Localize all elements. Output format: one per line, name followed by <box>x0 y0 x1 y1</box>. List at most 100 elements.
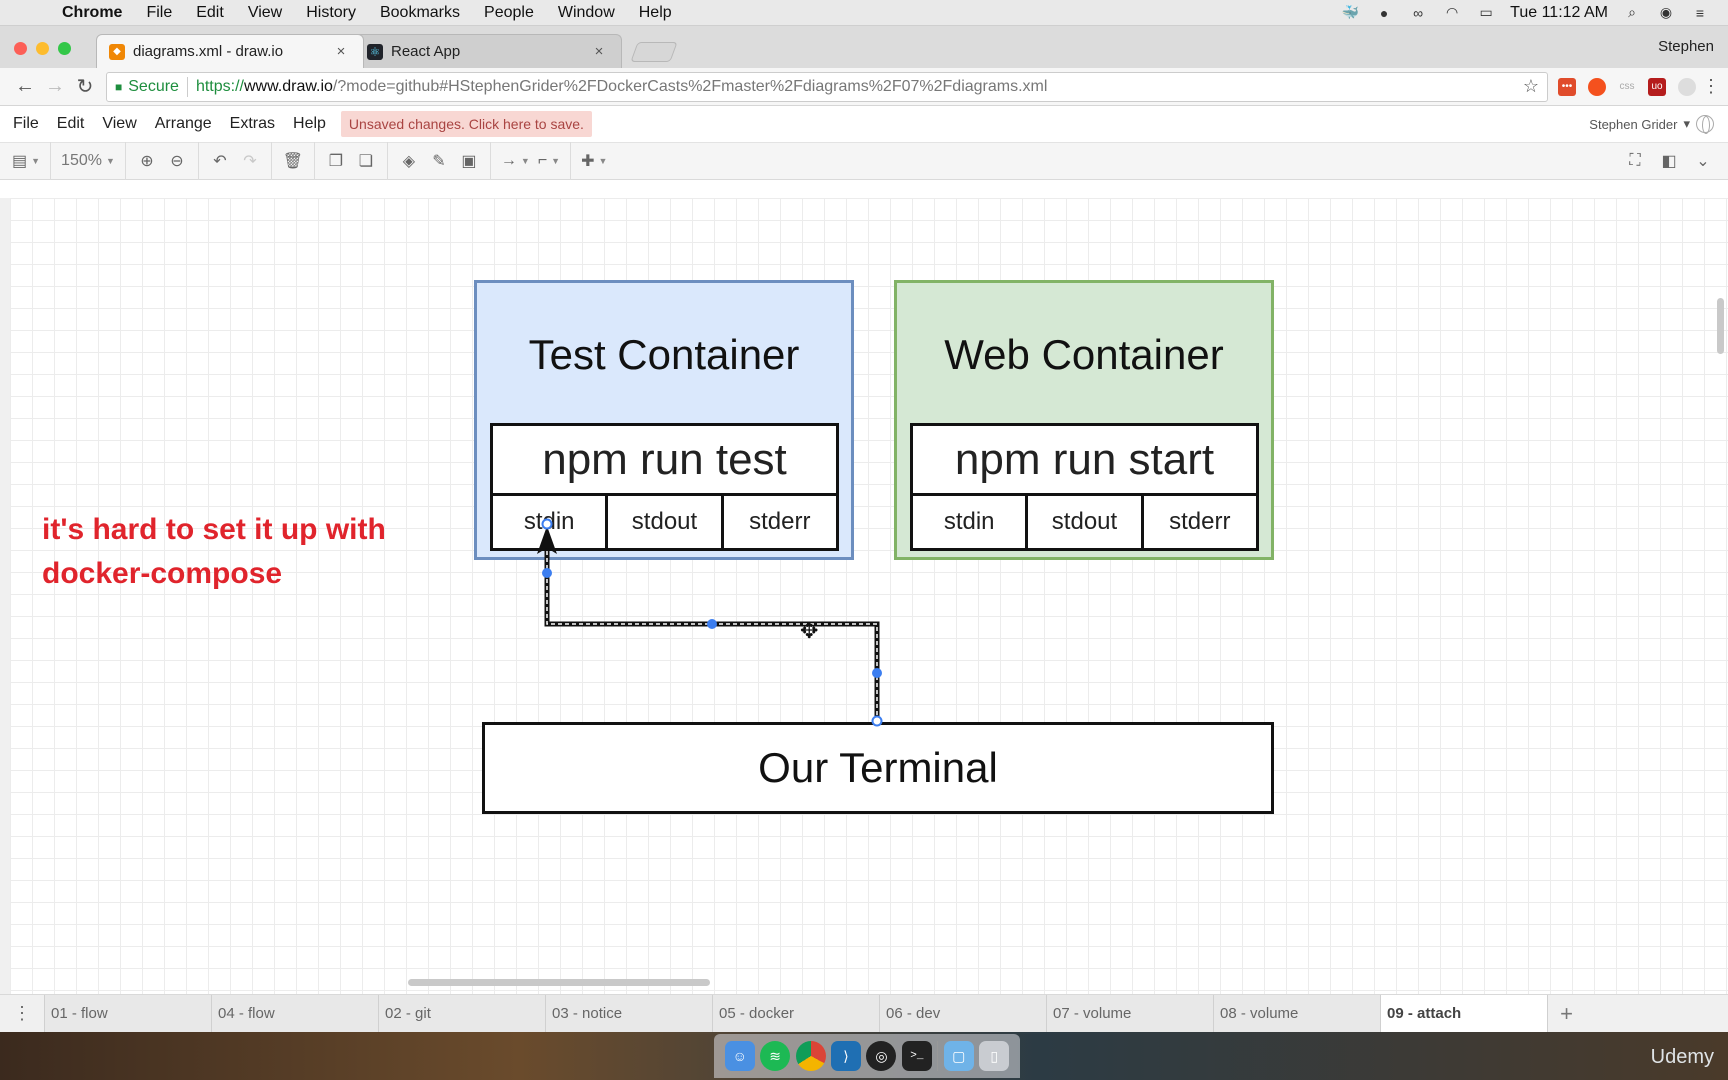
close-tab-icon[interactable]: × <box>336 43 346 60</box>
account-menu[interactable]: Stephen Grider ▾ <box>1589 115 1728 134</box>
to-front-icon[interactable]: ❐ <box>328 153 344 170</box>
chrome-profile-name[interactable]: Stephen <box>1658 38 1714 55</box>
collapse-toolbar-icon[interactable]: ⌄ <box>1696 153 1710 170</box>
spotify-icon[interactable]: ≋ <box>760 1041 791 1071</box>
page-tab-07-volume[interactable]: 07 - volume <box>1046 995 1213 1032</box>
mac-menu-edit[interactable]: Edit <box>196 3 224 21</box>
line-color-icon[interactable]: ✎ <box>432 153 446 170</box>
notification-center-icon[interactable]: ≡ <box>1695 4 1705 21</box>
connection-style-icon[interactable]: →▼ <box>500 152 530 169</box>
close-window-button[interactable] <box>14 42 27 55</box>
address-bar[interactable]: ■ Secure https:// www.draw.io /?mode=git… <box>106 71 1548 102</box>
test-command-cell[interactable]: npm run test <box>493 426 836 496</box>
siri-icon[interactable]: ◉ <box>1659 4 1673 20</box>
connector-handle[interactable] <box>872 668 882 678</box>
unsaved-changes-button[interactable]: Unsaved changes. Click here to save. <box>340 111 592 137</box>
mac-menu-bookmarks[interactable]: Bookmarks <box>379 3 461 21</box>
page-tab-01-flow[interactable]: 01 - flow <box>44 995 211 1032</box>
mac-menu-history[interactable]: History <box>306 3 356 21</box>
mac-menu-people[interactable]: People <box>484 3 534 21</box>
page-tab-09-attach[interactable]: 09 - attach <box>1380 995 1547 1032</box>
wifi-icon[interactable]: ◠ <box>1446 4 1459 20</box>
extension-icon[interactable] <box>1588 77 1606 96</box>
mac-menu-file[interactable]: File <box>146 3 173 21</box>
vscode-icon[interactable]: ⟩ <box>831 1041 862 1071</box>
test-stdin-cell[interactable]: stdin <box>493 496 609 548</box>
zoom-out-icon[interactable]: ⊖ <box>170 153 184 170</box>
close-tab-icon[interactable]: × <box>594 43 604 60</box>
page-tab-08-volume[interactable]: 08 - volume <box>1213 995 1380 1032</box>
redo-icon[interactable]: ↷ <box>243 153 257 170</box>
mac-menu-help[interactable]: Help <box>638 3 672 21</box>
waypoints-icon[interactable]: ⌐▼ <box>537 152 561 169</box>
menu-extras[interactable]: Extras <box>229 115 276 132</box>
format-panel-toggle[interactable]: ▤▼ <box>12 153 41 170</box>
menu-help[interactable]: Help <box>293 115 326 132</box>
terminal-icon[interactable]: >_ <box>901 1041 932 1071</box>
connector-handle[interactable] <box>542 568 552 578</box>
fullscreen-icon[interactable]: ⛶ <box>1629 152 1641 169</box>
browser-tab-drawio[interactable]: ◆ diagrams.xml - draw.io × <box>96 34 364 68</box>
zoom-in-icon[interactable]: ⊕ <box>140 153 154 170</box>
bookmark-star-icon[interactable]: ☆ <box>1522 76 1539 96</box>
forward-arrow-icon[interactable]: → <box>45 75 65 97</box>
menu-arrange[interactable]: Arrange <box>154 115 212 132</box>
mac-menu-window[interactable]: Window <box>557 3 615 21</box>
trash-icon[interactable]: ▯ <box>979 1041 1010 1071</box>
zoom-window-button[interactable] <box>58 42 71 55</box>
test-stderr-cell[interactable]: stderr <box>749 508 811 535</box>
web-command-cell[interactable]: npm run start <box>913 426 1256 496</box>
menu-edit[interactable]: Edit <box>56 115 85 132</box>
pages-menu-icon[interactable]: ⋮ <box>13 1003 31 1023</box>
terminal-box[interactable]: Our Terminal <box>482 722 1274 814</box>
selected-connector[interactable] <box>544 538 880 722</box>
recording-icon[interactable]: ● <box>1379 4 1389 21</box>
page-tab-04-flow[interactable]: 04 - flow <box>211 995 378 1032</box>
page-tab-03-notice[interactable]: 03 - notice <box>545 995 712 1032</box>
minimize-window-button[interactable] <box>36 42 49 55</box>
browser-tab-react-app[interactable]: ⚛ React App × <box>354 34 622 68</box>
horizontal-scrollbar[interactable] <box>408 979 710 986</box>
reload-icon[interactable]: ↻ <box>76 76 94 98</box>
mac-menu-app[interactable]: Chrome <box>62 3 123 21</box>
web-stderr-cell[interactable]: stderr <box>1169 508 1231 535</box>
annotation-note[interactable]: it's hard to set it up with docker-compo… <box>42 508 386 596</box>
web-container-box[interactable]: Web Container npm run start stdin stdout… <box>894 280 1274 560</box>
mac-menu-view[interactable]: View <box>247 3 283 21</box>
vertical-scrollbar[interactable] <box>1717 298 1724 354</box>
glasses-icon[interactable]: ∞ <box>1413 4 1424 21</box>
chrome-menu-icon[interactable]: ⋮ <box>1702 76 1720 96</box>
undo-icon[interactable]: ↶ <box>213 153 227 170</box>
extension-icon[interactable] <box>1678 77 1696 96</box>
ublock-icon[interactable]: uo <box>1648 77 1666 96</box>
obs-icon[interactable]: ◎ <box>866 1041 897 1071</box>
page-tab-05-docker[interactable]: 05 - docker <box>712 995 879 1032</box>
menu-view[interactable]: View <box>102 115 137 132</box>
spotlight-search-icon[interactable]: ⌕ <box>1628 4 1636 20</box>
delete-trash-icon[interactable]: 🗑 <box>282 153 304 170</box>
chrome-icon[interactable] <box>795 1041 826 1071</box>
battery-icon[interactable]: ▭ <box>1479 4 1493 20</box>
shadow-icon[interactable]: ▣ <box>461 153 477 170</box>
docker-icon[interactable]: 🐳 <box>1341 4 1359 20</box>
test-container-box[interactable]: Test Container npm run test stdin stdout… <box>474 280 854 560</box>
test-stdout-cell[interactable]: stdout <box>608 496 724 548</box>
fill-color-icon[interactable]: ◈ <box>402 153 416 170</box>
back-arrow-icon[interactable]: ← <box>15 75 35 97</box>
to-back-icon[interactable]: ❏ <box>358 153 374 170</box>
menu-file[interactable]: File <box>13 115 39 132</box>
add-page-plus-icon[interactable]: + <box>1547 995 1585 1032</box>
clock[interactable]: Tue 11:12 AM <box>1510 3 1608 21</box>
web-stdin-cell[interactable]: stdin <box>913 496 1029 548</box>
page-tab-02-git[interactable]: 02 - git <box>378 995 545 1032</box>
insert-plus-icon[interactable]: ✚▼ <box>581 153 608 170</box>
finder-icon[interactable]: ☺ <box>724 1041 755 1071</box>
language-globe-icon[interactable] <box>1696 115 1714 134</box>
new-tab-button[interactable] <box>630 42 678 62</box>
web-process-table[interactable]: npm run start stdin stdout stderr <box>910 423 1259 551</box>
connector-handle[interactable] <box>707 619 717 629</box>
css-extension-icon[interactable]: css <box>1619 81 1635 92</box>
test-process-table[interactable]: npm run test stdin stdout stderr <box>490 423 839 551</box>
page-tab-06-dev[interactable]: 06 - dev <box>879 995 1046 1032</box>
extension-icon[interactable]: ••• <box>1558 77 1576 96</box>
